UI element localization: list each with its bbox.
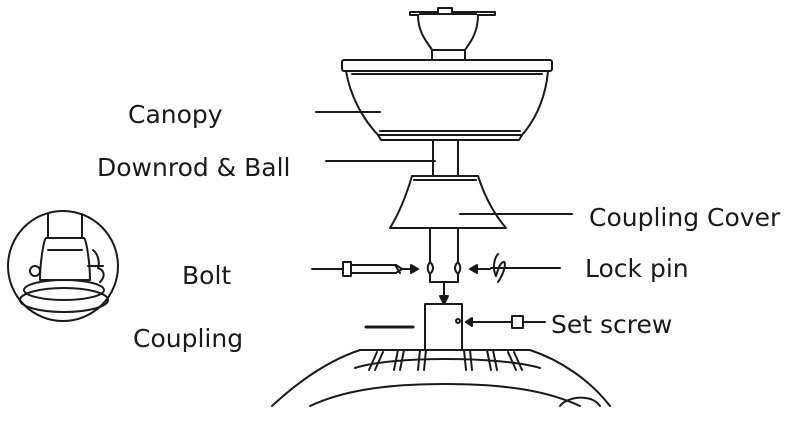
- label-set-screw: Set screw: [551, 310, 673, 339]
- downrod-part: [432, 139, 459, 177]
- bolt-arrow-head: [410, 264, 419, 274]
- downrod-lower: [426, 227, 462, 283]
- set-screw-part: [465, 315, 546, 329]
- bolt-part: [311, 261, 403, 277]
- label-coupling-cover: Coupling Cover: [589, 203, 781, 232]
- coupling-part: [424, 303, 463, 351]
- lock-pin-part: [490, 253, 561, 283]
- label-lock-pin: Lock pin: [585, 254, 689, 283]
- canopy-part: [341, 59, 553, 141]
- coupling-cover-part: [389, 175, 507, 229]
- label-canopy: Canopy: [128, 100, 223, 129]
- lock-pin-arrow-head: [469, 264, 478, 274]
- mounting-bracket: [409, 7, 496, 61]
- inset-detail: [7, 210, 119, 322]
- vent-slots: [368, 349, 523, 371]
- label-coupling: Coupling: [133, 324, 244, 353]
- label-bolt: Bolt: [182, 261, 232, 290]
- motor-housing: [271, 349, 611, 407]
- arrow-head: [439, 295, 449, 305]
- label-downrod-ball: Downrod & Ball: [97, 153, 291, 182]
